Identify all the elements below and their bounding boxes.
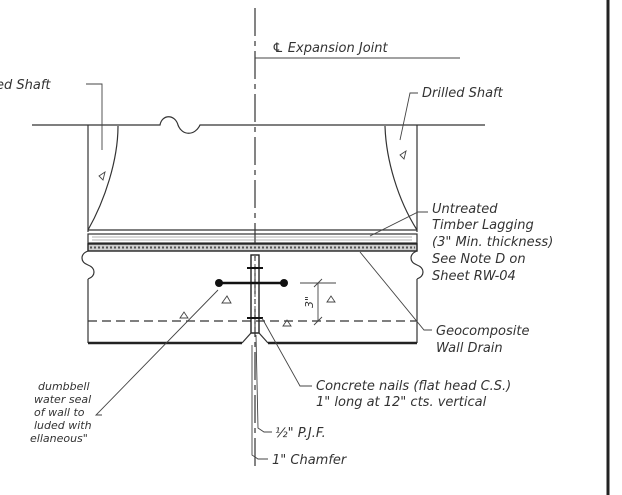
aggregate-marks <box>179 295 336 327</box>
lagging-label-line2: Timber Lagging <box>432 218 534 233</box>
dumbbell-note-line2: water seal <box>34 393 91 406</box>
lagging-label-line1: Untreated <box>432 202 498 217</box>
drilled-shaft-left-curve <box>87 125 119 231</box>
dimension-3in-label: 3" <box>303 296 316 308</box>
drilled-shaft-right-label: Drilled Shaft <box>422 86 504 101</box>
dimension-3in <box>300 278 336 326</box>
geocomposite-label-line2: Wall Drain <box>436 341 503 356</box>
geocomposite-label-line1: Geocomposite <box>436 324 529 339</box>
timber-lagging <box>87 233 418 244</box>
nails-label-line1: Concrete nails (flat head C.S.) <box>316 379 511 394</box>
nails-label-line2: 1" long at 12" cts. vertical <box>316 395 487 410</box>
lagging-label-line5: Sheet RW-04 <box>432 269 516 284</box>
dumbbell-note-line1: dumbbell <box>38 380 90 393</box>
lagging-leader <box>369 211 428 237</box>
lagging-label-line3: (3" Min. thickness) <box>432 235 553 250</box>
dumbbell-seal-bulb-right <box>280 279 288 287</box>
dumbbell-seal-bulb-left <box>215 279 223 287</box>
pjf-label: ½" P.J.F. <box>275 426 326 441</box>
shaft-triangle-right <box>399 149 407 160</box>
chamfer-label: 1" Chamfer <box>272 453 348 468</box>
concrete-nails <box>247 267 263 319</box>
nails-leader <box>261 317 312 387</box>
chamfer <box>241 332 269 344</box>
dumbbell-note-line3: of wall to <box>34 406 85 419</box>
dumbbell-note-line5: ellaneous" <box>30 432 88 445</box>
dumbbell-leader <box>94 289 219 416</box>
chamfer-leader <box>251 345 268 460</box>
pjf-leader <box>255 334 272 433</box>
wall-break-right <box>410 250 424 280</box>
drilled-shaft-left-label: ed Shaft <box>0 78 51 93</box>
geocomposite-leader <box>359 251 432 331</box>
drilled-shaft-right-curve <box>384 125 418 231</box>
dumbbell-note-line4: luded with <box>34 419 92 432</box>
lagging-hatch <box>92 236 412 241</box>
shaft-triangle-left <box>98 170 106 181</box>
geocomposite-wall-drain <box>87 243 418 252</box>
expansion-joint-label: ℄ Expansion Joint <box>272 41 389 56</box>
wall-break-left <box>81 250 95 280</box>
drilled-shaft-left-leader <box>86 83 103 150</box>
lagging-label-line4: See Note D on <box>432 252 526 267</box>
ground-line <box>32 116 485 134</box>
drilled-shaft-right-leader <box>399 92 418 141</box>
